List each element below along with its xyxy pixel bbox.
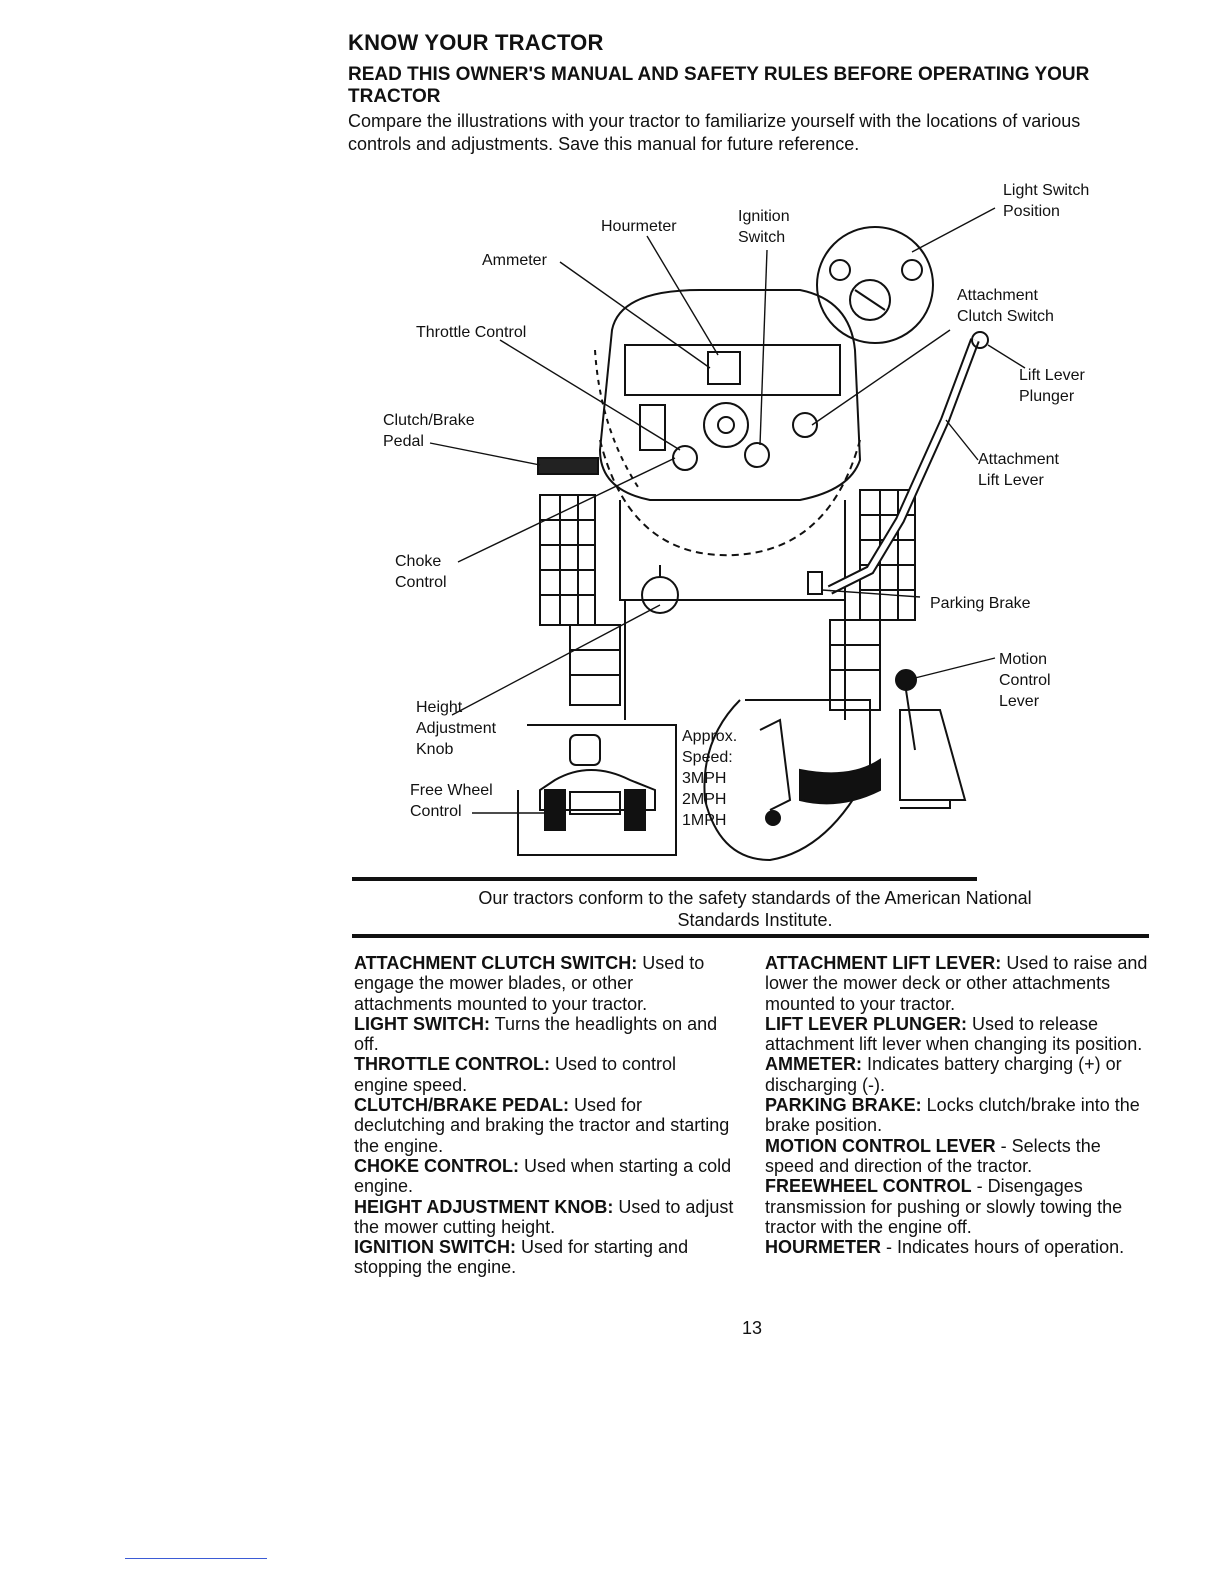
label-speed-3mph: 3MPH xyxy=(682,770,727,787)
definition-item: ATTACHMENT LIFT LEVER: Used to raise and… xyxy=(765,953,1148,1014)
light-switch-magnifier xyxy=(816,226,934,344)
top-rule xyxy=(352,877,977,881)
label-free-wheel-control: Control xyxy=(410,803,462,820)
definitions-left-column: ATTACHMENT CLUTCH SWITCH: Used to engage… xyxy=(354,953,734,1278)
attachment-clutch-knob xyxy=(792,412,818,438)
label-motion-control: Control xyxy=(999,672,1051,689)
left-wheel xyxy=(539,494,596,626)
label-motion-lever: Lever xyxy=(999,693,1040,710)
definition-item: FREEWHEEL CONTROL - Disengages transmiss… xyxy=(765,1176,1123,1237)
label-lift-lever: Lift Lever xyxy=(1019,367,1085,384)
right-wheel xyxy=(859,489,916,621)
label-light-switch-position: Position xyxy=(1003,203,1060,220)
label-parking-brake: Parking Brake xyxy=(930,595,1031,612)
section-subtitle: READ THIS OWNER'S MANUAL AND SAFETY RULE… xyxy=(348,64,1090,107)
center-gauge xyxy=(703,402,749,448)
intro-paragraph: Compare the illustrations with your trac… xyxy=(348,111,1081,154)
definition-item: CLUTCH/BRAKE PEDAL: Used for declutching… xyxy=(354,1095,730,1156)
definition-item: LIGHT SWITCH: Turns the headlights on an… xyxy=(354,1013,718,1055)
label-choke-control: Control xyxy=(395,574,447,591)
label-light-switch: Light Switch xyxy=(1003,182,1090,199)
dash-panel xyxy=(624,344,841,396)
label-approx: Approx. xyxy=(682,728,738,745)
definition-item: ATTACHMENT CLUTCH SWITCH: Used to engage… xyxy=(354,953,705,1014)
parking-brake-shape xyxy=(807,571,823,595)
label-speed-2mph: 2MPH xyxy=(682,791,727,808)
height-knob xyxy=(641,576,679,614)
label-clutch-brake-pedal: Pedal xyxy=(383,433,424,450)
label-ignition-switch: Switch xyxy=(738,229,786,246)
page-title: KNOW YOUR TRACTOR xyxy=(348,30,604,55)
label-attachment-clutch-switch: Clutch Switch xyxy=(957,308,1054,325)
label-height: Height xyxy=(416,699,463,716)
definition-item: LIFT LEVER PLUNGER: Used to release atta… xyxy=(765,1013,1143,1055)
label-ignition: Ignition xyxy=(738,208,790,225)
definition-item: HEIGHT ADJUSTMENT KNOB: Used to adjust t… xyxy=(354,1196,734,1237)
label-lift-lever-plunger: Plunger xyxy=(1019,388,1075,405)
label-speed: Speed: xyxy=(682,749,733,766)
motion-lever-knob xyxy=(895,669,917,691)
definition-item: IGNITION SWITCH: Used for starting and s… xyxy=(354,1237,689,1278)
throttle-knob xyxy=(672,445,698,471)
label-attachment-lift-lever: Lift Lever xyxy=(978,472,1044,489)
definitions-right-column: ATTACHMENT LIFT LEVER: Used to raise and… xyxy=(765,953,1150,1257)
label-free-wheel: Free Wheel xyxy=(410,782,493,799)
steering-path xyxy=(599,439,861,557)
definition-item: THROTTLE CONTROL: Used to control engine… xyxy=(354,1054,677,1095)
definition-item: AMMETER: Indicates battery charging (+) … xyxy=(765,1054,1122,1095)
standards-caption: Our tractors conform to the safety stand… xyxy=(478,888,1032,930)
definition-item: PARKING BRAKE: Locks clutch/brake into t… xyxy=(765,1095,1140,1136)
speed-magnifier xyxy=(703,699,871,862)
footer-line xyxy=(125,1558,267,1559)
label-height-adjustment: Adjustment xyxy=(416,720,497,737)
definition-item: MOTION CONTROL LEVER - Selects the speed… xyxy=(765,1135,1101,1176)
label-attachment-lift: Attachment xyxy=(978,451,1059,468)
freewheel-inset xyxy=(517,724,677,856)
hourmeter-shape xyxy=(707,351,741,385)
label-attachment-clutch: Attachment xyxy=(957,287,1038,304)
clutch-brake-pedal xyxy=(537,457,599,475)
label-height-knob: Knob xyxy=(416,741,454,758)
label-hourmeter: Hourmeter xyxy=(601,218,677,235)
label-motion: Motion xyxy=(999,651,1048,668)
label-speed-1mph: 1MPH xyxy=(682,812,727,829)
label-throttle-control: Throttle Control xyxy=(416,324,527,341)
page-number: 13 xyxy=(742,1318,763,1338)
dash-outline xyxy=(598,289,862,501)
label-clutch-brake: Clutch/Brake xyxy=(383,412,475,429)
label-choke: Choke xyxy=(395,553,442,570)
ignition-shape xyxy=(744,442,770,468)
label-ammeter: Ammeter xyxy=(482,252,547,269)
bottom-rule xyxy=(352,934,1149,938)
definition-item: CHOKE CONTROL: Used when starting a cold… xyxy=(354,1155,732,1197)
definition-item: HOURMETER - Indicates hours of operation… xyxy=(765,1237,1125,1258)
